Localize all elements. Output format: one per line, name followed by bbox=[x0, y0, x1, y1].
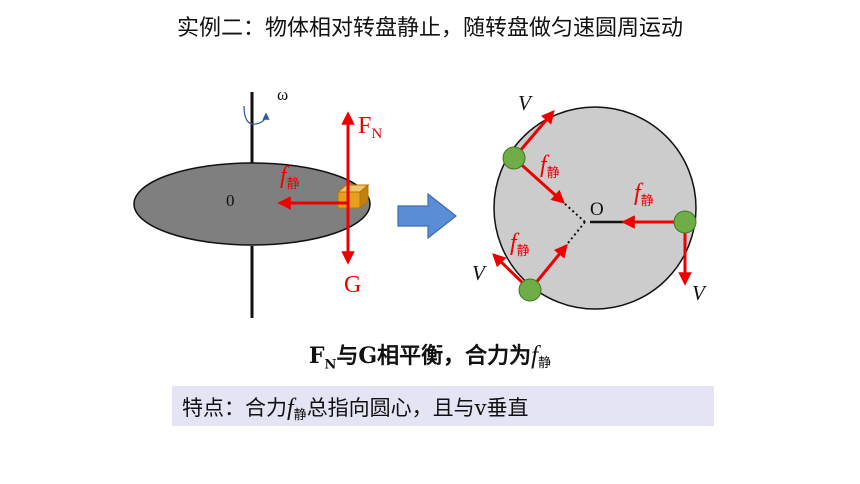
rotation-direction-icon bbox=[243, 105, 270, 125]
origin-label: 0 bbox=[226, 191, 235, 210]
radius-line-top bbox=[513, 157, 586, 223]
gravity-label: G bbox=[344, 272, 361, 298]
friction-label-top: f静 bbox=[540, 152, 560, 180]
velocity-label-right: V bbox=[692, 281, 707, 305]
velocity-label-top: V bbox=[518, 91, 533, 115]
omega-label: ω bbox=[277, 85, 288, 104]
feature-f-main: f bbox=[287, 395, 294, 421]
caption-fn-main: F bbox=[308, 343, 325, 369]
caption-f-sub: 静 bbox=[538, 356, 552, 371]
friction-label-left: f静 bbox=[280, 163, 300, 191]
top-view-figure: O V f静 V f静 V f静 bbox=[472, 91, 707, 310]
friction-label-right: f静 bbox=[634, 180, 654, 208]
balance-caption: FN与G相平衡，合力为f静 bbox=[240, 338, 620, 372]
feature-f-sub: 静 bbox=[293, 408, 307, 423]
feature-suffix: 总指向圆心，且与v垂直 bbox=[306, 396, 529, 420]
feature-box: 特点：合力f静总指向圆心，且与v垂直 bbox=[172, 386, 714, 426]
center-label: O bbox=[590, 199, 604, 220]
velocity-label-bottom: V bbox=[472, 261, 487, 285]
friction-label-bottom: f静 bbox=[510, 230, 530, 258]
block-on-disk bbox=[336, 183, 370, 210]
caption-text: 与G相平衡，合力为 bbox=[336, 343, 532, 369]
feature-prefix: 特点：合力 bbox=[182, 396, 287, 420]
caption-f-main: f bbox=[531, 342, 539, 369]
particle-bottom bbox=[518, 278, 542, 302]
particle-right bbox=[673, 210, 697, 234]
caption-fn-sub: N bbox=[324, 357, 337, 373]
normal-force-label: FN bbox=[358, 113, 382, 142]
transition-arrow-icon bbox=[397, 192, 457, 240]
slide-title: 实例二：物体相对转盘静止，随转盘做匀速圆周运动 bbox=[176, 16, 683, 41]
particle-top bbox=[502, 146, 526, 170]
turntable-disk bbox=[133, 162, 371, 246]
top-view-disk bbox=[493, 106, 697, 310]
turntable-figure: ω 0 FN G f静 bbox=[133, 85, 382, 318]
